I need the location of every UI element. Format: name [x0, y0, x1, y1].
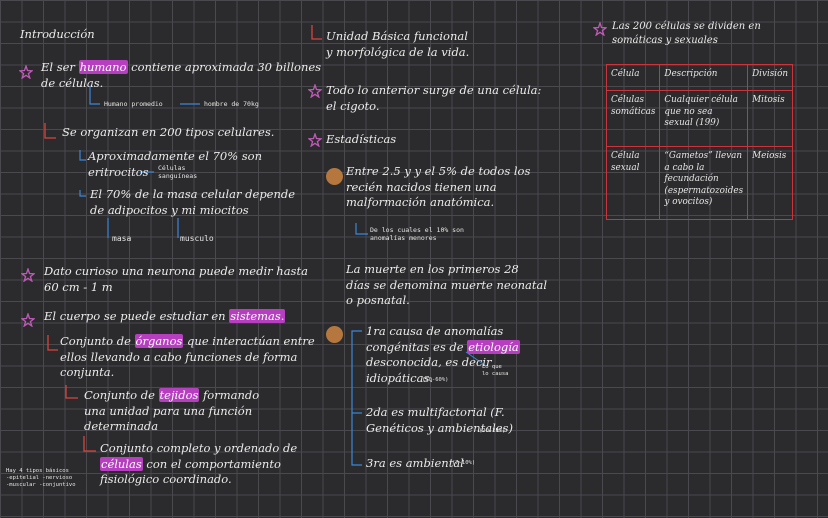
- note-percent-second: (20-25%): [479, 428, 506, 434]
- table-cell: Mitosis: [747, 90, 794, 147]
- table-header-row: Célula Descripción División: [605, 64, 794, 91]
- star-icon: [308, 84, 322, 98]
- bullet-dot: [326, 326, 343, 343]
- note-percent-first: (50-60%): [422, 377, 449, 383]
- table-header: Descripción: [659, 64, 749, 91]
- note-musculo: musculo: [180, 234, 214, 243]
- star-icon: [593, 22, 607, 36]
- note-percent-third: (7-10%): [452, 460, 476, 466]
- star-icon: [308, 133, 322, 147]
- note-masa: masa: [112, 234, 132, 243]
- note-humano-promedio: Humano promedio: [104, 100, 163, 108]
- fact-humano: El ser humano contiene aproximada 30 bil…: [41, 60, 322, 90]
- page-title: Introducción: [20, 27, 95, 41]
- table-header: Célula: [605, 64, 661, 91]
- fact-cigoto: Todo lo anterior surge de una célula:el …: [326, 83, 542, 113]
- note-tipos-tejidos: Hay 4 tipos básicos-epitelial -nervioso-…: [6, 468, 76, 488]
- cell-types-table: Célula Descripción División Células somá…: [605, 64, 794, 220]
- table-cell: Célula sexual: [605, 146, 661, 220]
- table-row: Células somáticas Cualquier célula que n…: [605, 90, 794, 147]
- note-hombre-70kg: hombre de 70kg: [204, 100, 259, 108]
- cause-second: 2da es multifactorial (F.Genéticos y amb…: [366, 405, 513, 435]
- table-row: Célula sexual “Gametos” llevan a cabo la…: [605, 146, 794, 220]
- star-icon: [19, 65, 33, 79]
- table-cell: Meiosis: [747, 146, 794, 220]
- table-cell: Cualquier célula que no sea sexual (199): [659, 90, 749, 147]
- table-header: División: [747, 64, 794, 91]
- fact-neurona: Dato curioso una neurona puede medir has…: [44, 264, 308, 294]
- fact-sistemas: El cuerpo se puede estudiar en sistemas.: [44, 309, 286, 323]
- cause-third: 3ra es ambiental: [366, 456, 464, 470]
- section-estadisticas: Estadísticas: [326, 132, 397, 146]
- def-organos: Conjunto de órganos que interactúan entr…: [60, 334, 315, 379]
- table-cell: “Gametos” llevan a cabo la fecundación (…: [659, 146, 749, 220]
- bullet-dot: [326, 168, 343, 185]
- table-cell: Células somáticas: [605, 90, 661, 147]
- fact-tipos-celulares: Se organizan en 200 tipos celulares.: [62, 125, 275, 139]
- star-icon: [21, 313, 35, 327]
- star-icon: [21, 268, 35, 282]
